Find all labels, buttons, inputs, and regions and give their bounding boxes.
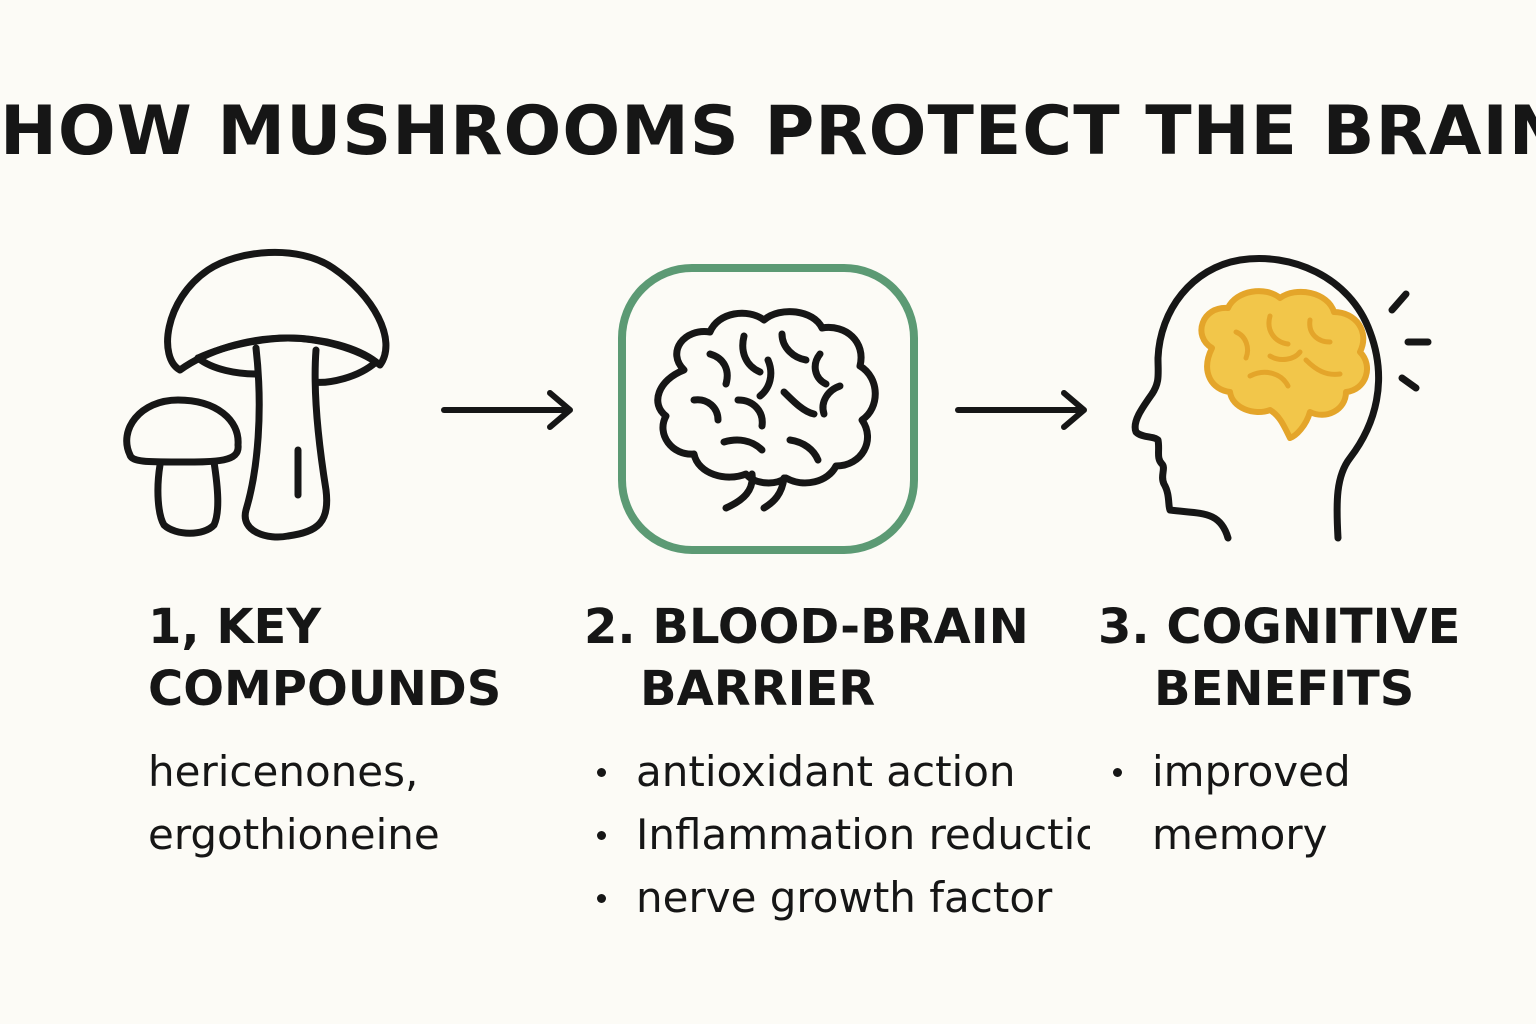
- step-2-number: 2.: [584, 599, 636, 655]
- step-2-heading: 2. BLOOD-BRAIN BARRIER: [584, 596, 1029, 720]
- step-1-number: 1,: [148, 599, 200, 655]
- step-3-heading-line-2: BENEFITS: [1154, 661, 1415, 717]
- step-3-heading-line-1: COGNITIVE: [1166, 599, 1461, 655]
- step-1-text-line-1: hericenones,: [148, 747, 419, 796]
- head-with-brain-icon: [1131, 255, 1432, 542]
- mushroom-icon: [123, 248, 390, 541]
- brain-in-rounded-square-icon: [618, 264, 918, 554]
- list-item: nerve growth factor: [588, 866, 1090, 929]
- bullet-icon: [597, 768, 606, 777]
- list-item: Inflammation reductior: [588, 803, 1090, 866]
- step-2-bullet-list: antioxidant action Inflammation reductio…: [588, 740, 1090, 929]
- list-item: improved: [1104, 740, 1351, 803]
- step-3-heading: 3. COGNITIVE BENEFITS: [1098, 596, 1460, 720]
- page-title: HOW MUSHROOMS PROTECT THE BRAIN: [0, 92, 1536, 171]
- step-3-bullet-list: improved memory: [1104, 740, 1351, 866]
- step-3-number: 3.: [1098, 599, 1150, 655]
- step-2-heading-line-1: BLOOD-BRAIN: [652, 599, 1029, 655]
- bullet-icon: [597, 831, 606, 840]
- step-1-heading-line-1: KEY: [216, 599, 322, 655]
- step-1-description: hericenones, ergothioneine: [148, 740, 440, 866]
- step-1-text-line-2: ergothioneine: [148, 810, 440, 859]
- step-1-heading: 1, KEY COMPOUNDS: [148, 596, 501, 720]
- bullet-icon: [1113, 768, 1122, 777]
- arrow-right-icon: [441, 390, 573, 430]
- arrow-right-icon: [955, 390, 1087, 430]
- list-item: antioxidant action: [588, 740, 1090, 803]
- step-1-heading-line-2: COMPOUNDS: [148, 661, 502, 717]
- list-item: memory: [1152, 810, 1328, 859]
- step-2-heading-line-2: BARRIER: [640, 661, 876, 717]
- bullet-icon: [597, 894, 606, 903]
